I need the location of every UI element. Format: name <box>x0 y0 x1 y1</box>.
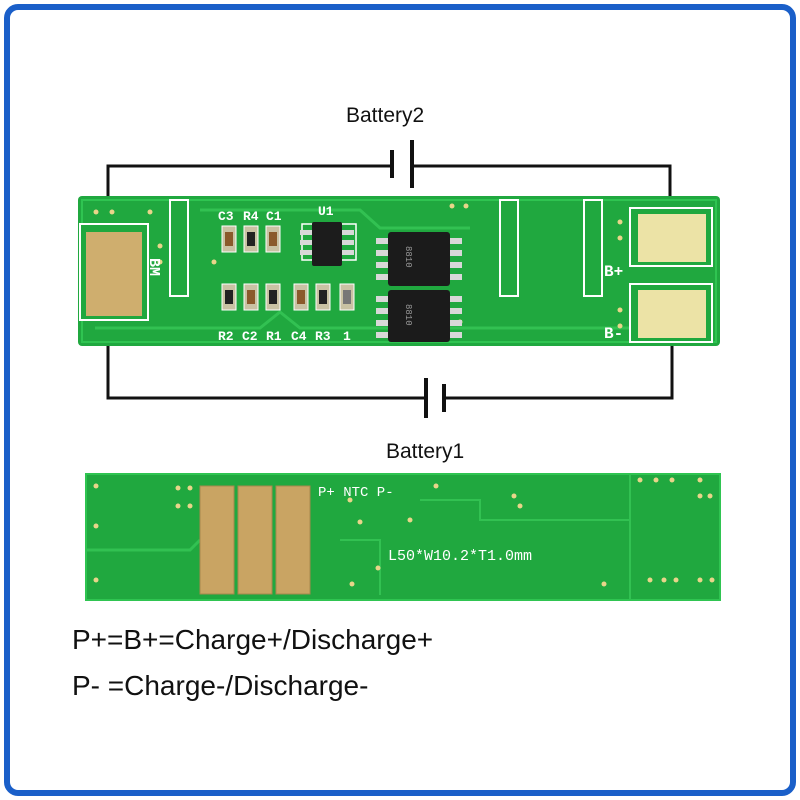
b-minus-pad <box>638 290 706 338</box>
back-pad-1 <box>199 485 235 595</box>
silk-r4: R4 <box>243 209 259 224</box>
legend-line-1: P+=B+=Charge+/Discharge+ <box>72 624 434 655</box>
silk-bm: BM <box>145 258 162 276</box>
back-pcb: P+ NTC P- L50*W10.2*T1.0mm <box>85 473 721 601</box>
battery1-wires <box>106 342 674 418</box>
battery2-label: Battery2 <box>346 104 425 127</box>
silk-pins: P+ NTC P- <box>318 485 394 501</box>
back-pad-3 <box>275 485 311 595</box>
silk-b-plus: B+ <box>604 263 623 281</box>
silk-c3: C3 <box>218 209 234 224</box>
silk-r3: R3 <box>315 329 331 344</box>
mosfet-top <box>376 232 462 286</box>
silk-c1: C1 <box>266 209 282 224</box>
mosfet-bottom-mark: 8810 <box>403 304 413 326</box>
u1-chip <box>300 222 357 266</box>
battery2-wires <box>106 140 672 198</box>
silk-u1: U1 <box>318 204 334 219</box>
silk-b-minus: B- <box>604 325 623 343</box>
silk-r1: R1 <box>266 329 282 344</box>
legend-line-2: P- =Charge-/Discharge- <box>72 670 369 701</box>
back-pad-2 <box>237 485 273 595</box>
silk-one: 1 <box>343 329 351 344</box>
blue-frame <box>4 4 796 796</box>
front-pcb: C3 R4 C1 U1 R2 C2 R1 C4 R3 1 B+ B- BM 88… <box>78 196 720 346</box>
mosfet-top-mark: 8810 <box>403 246 413 268</box>
silk-c4: C4 <box>291 329 307 344</box>
smd-top-row <box>221 225 281 253</box>
smd-bottom-row <box>221 283 355 311</box>
silk-r2: R2 <box>218 329 234 344</box>
silk-dimensions: L50*W10.2*T1.0mm <box>388 548 532 565</box>
battery1-label: Battery1 <box>386 440 465 463</box>
b-plus-pad <box>638 214 706 262</box>
silk-c2: C2 <box>242 329 258 344</box>
bm-pad <box>86 232 142 316</box>
mosfet-bottom <box>376 290 462 342</box>
